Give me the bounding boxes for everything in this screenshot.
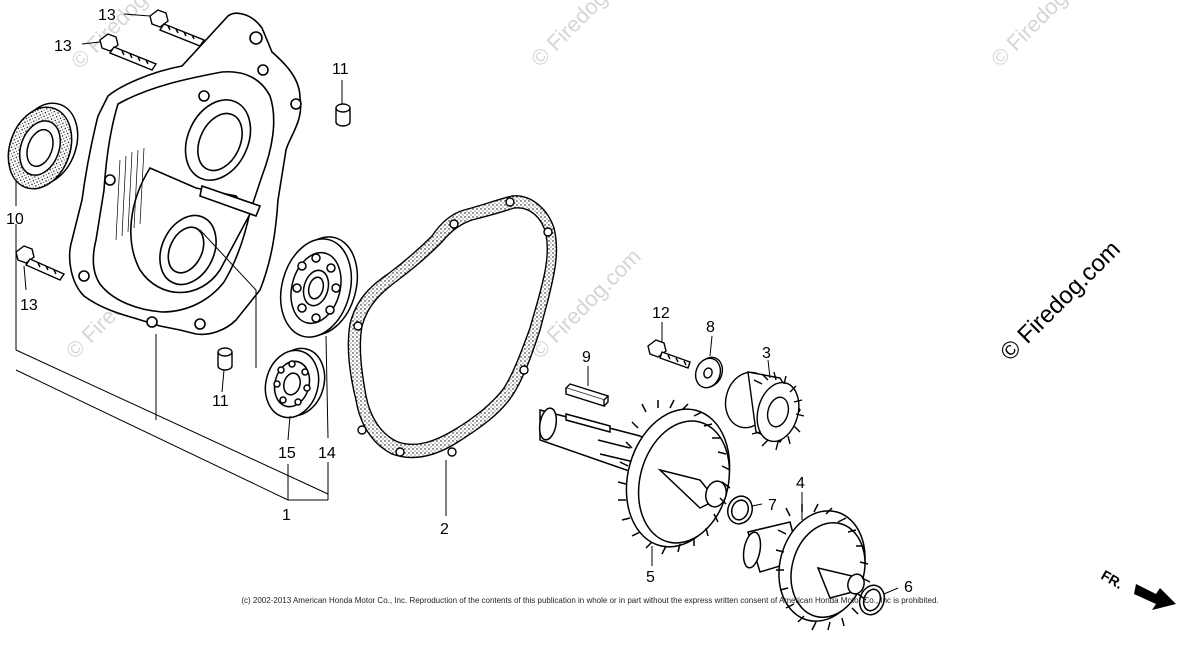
callout-3: 3 [762,345,771,362]
dowel-pin-11-bottom[interactable] [217,347,233,371]
bolt-13-mid[interactable] [99,33,158,71]
callout-13: 13 [54,38,72,55]
gear-case-cover[interactable] [68,12,302,336]
copyright-notice: (c) 2002-2013 American Honda Motor Co., … [241,596,939,605]
watermark-text: © Firedog.com [526,0,646,72]
callout-13: 13 [98,7,116,24]
callout-1: 1 [282,507,291,524]
circlip-6[interactable] [856,582,889,618]
leader-lines [15,13,899,595]
front-label: FR. [1099,567,1127,592]
front-arrow-icon [1134,584,1176,610]
callout-8: 8 [706,319,715,336]
callout-2: 2 [440,521,449,538]
callout-6: 6 [904,579,913,596]
callout-12: 12 [652,305,670,322]
washer-8[interactable] [692,354,727,391]
case-shading [115,147,145,241]
bolt-13-top[interactable] [149,9,206,47]
watermark-text: © Firedog.com [986,0,1106,72]
ball-bearing-15[interactable] [258,342,332,423]
oil-seal-10[interactable] [0,94,89,197]
callout-11: 11 [332,61,349,78]
dowel-pin-11-top[interactable] [335,103,351,127]
bolt-13-left[interactable] [15,245,66,281]
ball-bearing-14[interactable] [270,229,368,345]
callout-5: 5 [646,569,655,586]
callout-9: 9 [582,349,591,366]
callout-14: 14 [318,445,336,462]
gasket-2[interactable] [347,195,558,459]
callout-4: 4 [796,475,805,492]
watermark-text: © Firedog.com [995,236,1126,367]
circlip-7[interactable] [724,493,756,528]
drive-shaft-gear-5[interactable] [537,397,744,558]
bolt-12[interactable] [647,339,691,369]
callout-11: 11 [212,393,229,410]
callout-7: 7 [768,497,777,514]
key-9[interactable] [564,383,610,407]
callout-10: 10 [6,211,24,228]
gear-4[interactable] [741,501,877,631]
callout-15: 15 [278,445,296,462]
watermark-text: © Firedog.com [66,0,186,74]
callout-13: 13 [20,297,38,314]
gear-3[interactable] [720,367,806,451]
callout-labels: 13 13 11 10 13 11 15 14 1 2 12 8 3 9 7 4… [6,7,913,596]
